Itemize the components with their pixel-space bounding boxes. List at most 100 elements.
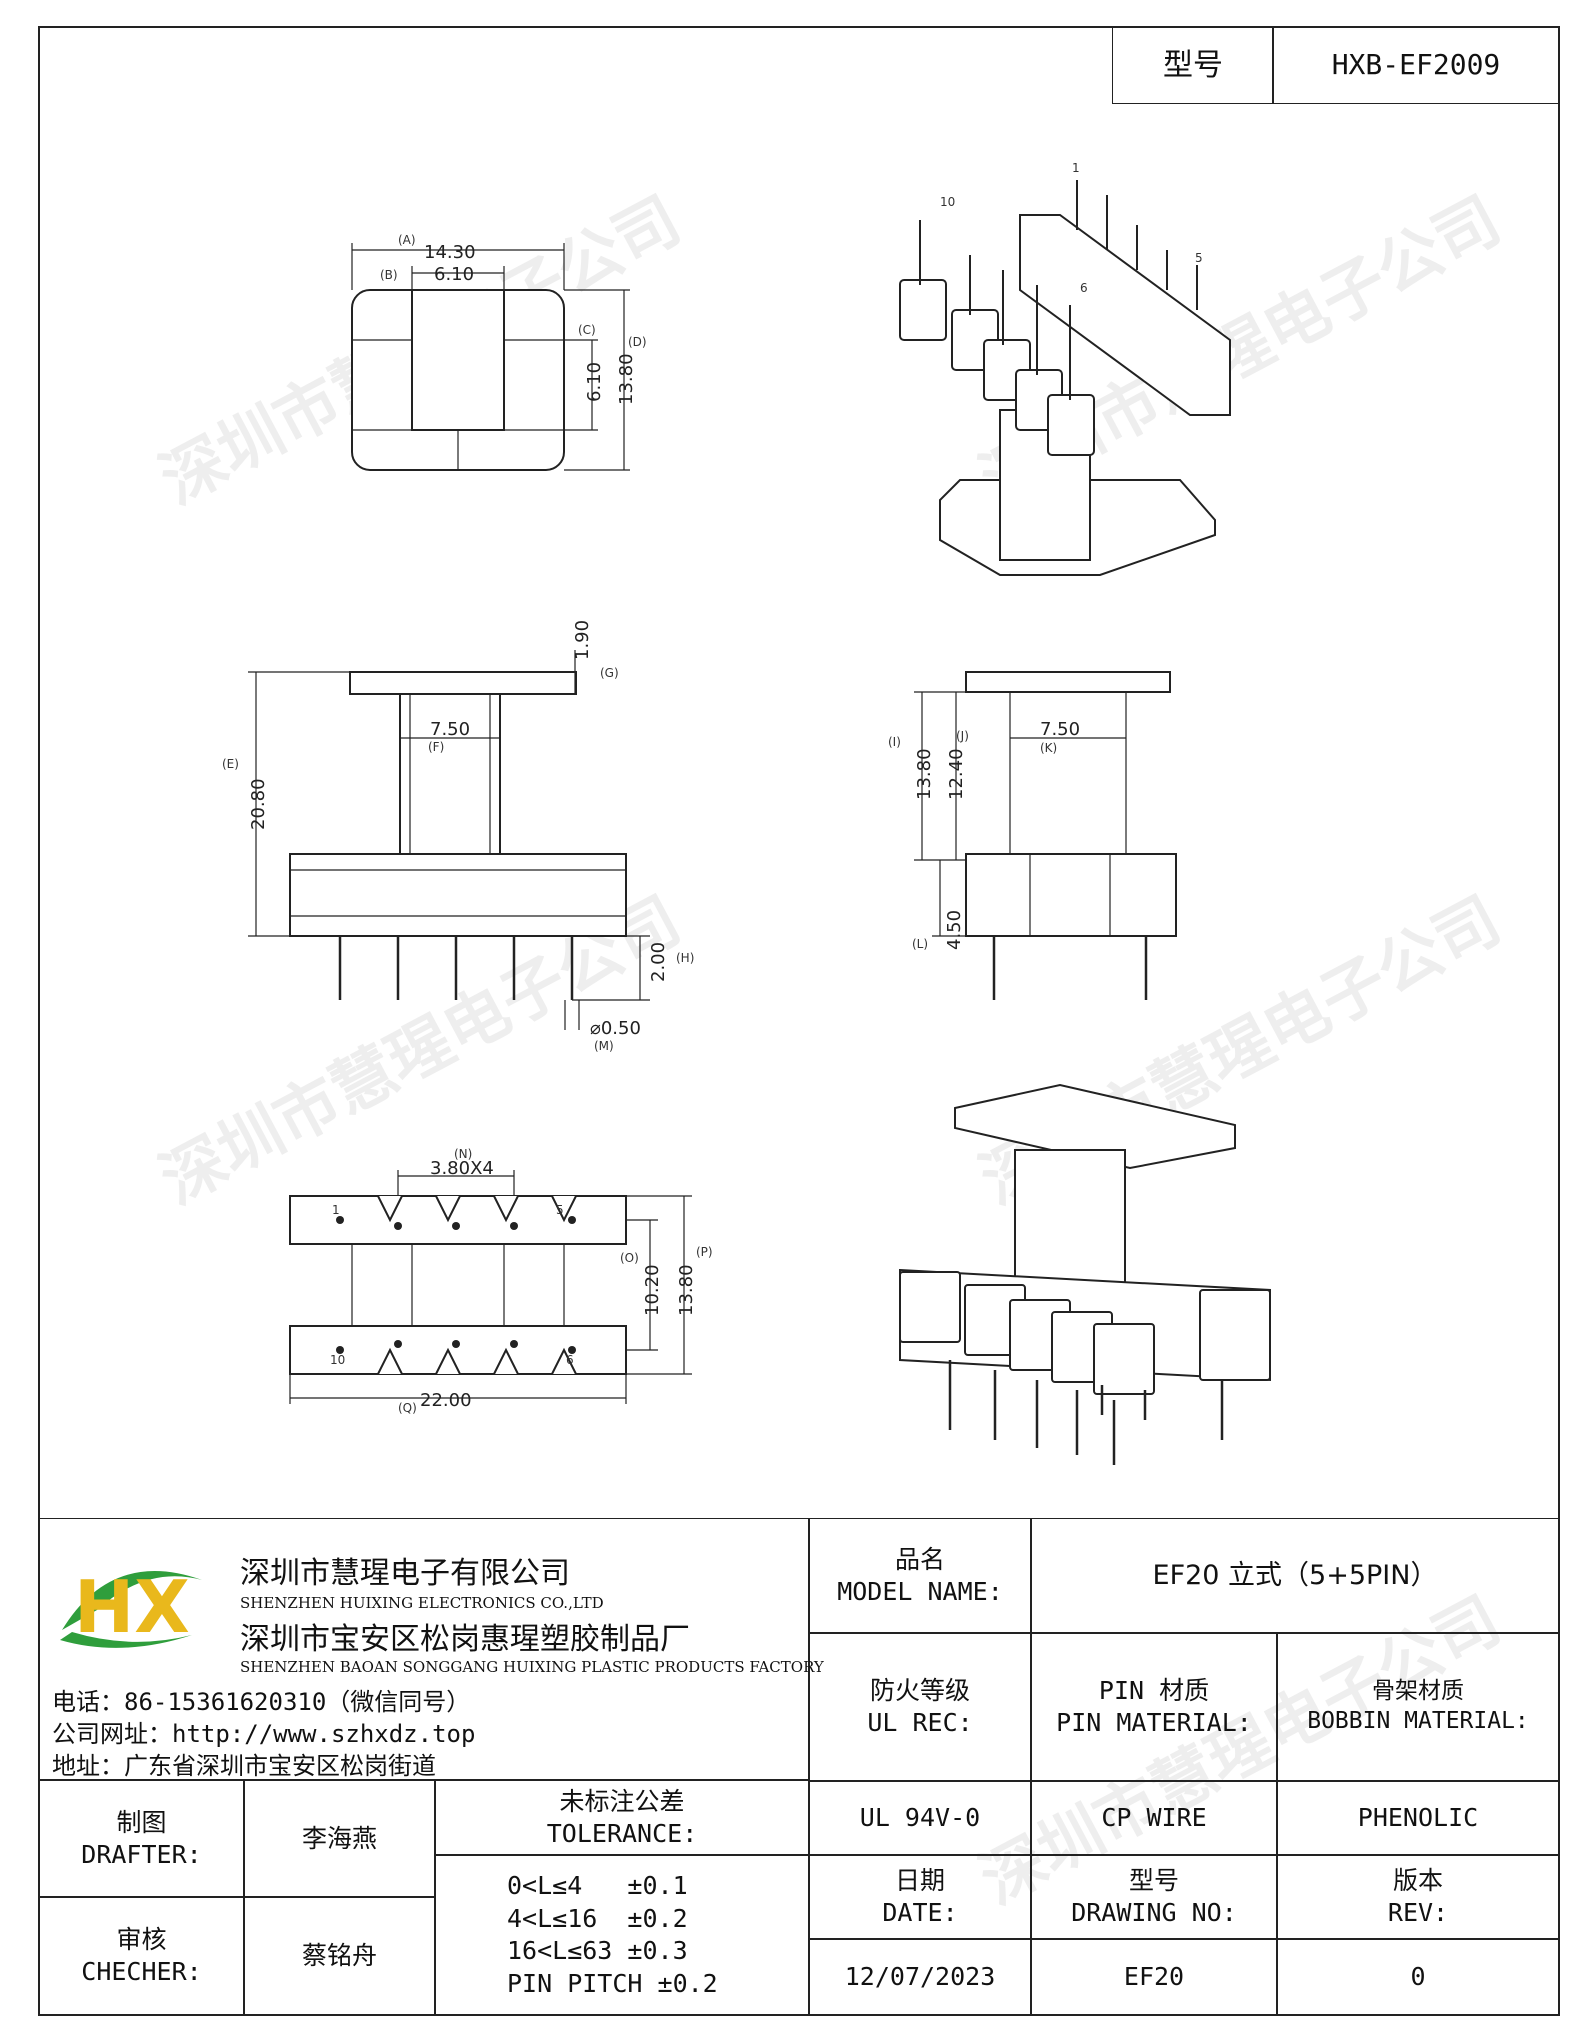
company-phone: 电话：86-15361620310（微信同号）: [52, 1688, 471, 1716]
pin-label: 5: [1195, 251, 1203, 265]
company-address: 地址：广东省深圳市宝安区松岗街道: [52, 1752, 436, 1780]
dim-label: (I): [888, 735, 901, 749]
dim-label: (D): [628, 335, 647, 349]
dim-value: 7.50: [430, 719, 470, 740]
pin-label: 1: [1072, 161, 1080, 175]
rev-value: 0: [1276, 1938, 1560, 2016]
bobbin-material-en: BOBBIN MATERIAL:: [1307, 1708, 1529, 1734]
dim-value: 10.20: [642, 1264, 663, 1316]
model-name-cn: 品名: [894, 1544, 945, 1574]
bottom-view: (N) 3.80X4 (O) 10.20 (P) 13.80 (Q) 22.00…: [289, 1147, 713, 1415]
iso-bobbin-bottom: [899, 1083, 1271, 1465]
factory-name-cn: 深圳市宝安区松岗惠瑆塑胶制品厂: [240, 1622, 690, 1657]
tolerance-cn: 未标注公差: [559, 1786, 685, 1816]
tolerance-line: 0<L≤4 ±0.1: [507, 1871, 688, 1900]
dim-value: 12.40: [946, 748, 967, 800]
pin-material-en: PIN MATERIAL:: [1056, 1708, 1252, 1737]
dim-label: (K): [1040, 741, 1057, 755]
dim-label: (L): [912, 937, 928, 951]
tolerance-line: PIN PITCH ±0.2: [507, 1968, 718, 1998]
side-view: (I) 13.80 (J) 12.40 7.50 (K) 4.50 (L): [888, 671, 1177, 1000]
pin-label: 10: [330, 1353, 345, 1367]
model-box-value: HXB-EF2009: [1272, 26, 1560, 104]
pin-label: 5: [556, 1203, 564, 1217]
dim-value: 2.00: [648, 942, 669, 982]
dim-value: 14.30: [424, 242, 476, 263]
checker-cn: 审核: [116, 1924, 167, 1954]
dim-label: (C): [578, 323, 596, 337]
bobbin-material-value: PHENOLIC: [1276, 1780, 1560, 1856]
pin-material-cn: PIN 材质: [1098, 1675, 1210, 1705]
drafter-name: 李海燕: [243, 1780, 436, 1898]
ul-rec-en: UL REC:: [867, 1708, 973, 1737]
company-cell: [38, 1518, 810, 1780]
drafter-label: 制图 DRAFTER:: [38, 1780, 245, 1898]
rev-en: REV:: [1387, 1898, 1449, 1927]
dim-label: (N): [454, 1147, 472, 1161]
dim-label: (B): [380, 268, 398, 282]
dim-label: (G): [600, 666, 619, 680]
dim-value: ⌀0.50: [590, 1018, 641, 1039]
company-logo: HX: [60, 1565, 202, 1649]
checker-label: 审核 CHECHER:: [38, 1896, 245, 2016]
model-name-value: EF20 立式（5+5PIN）: [1030, 1518, 1560, 1634]
pin-material-label: PIN 材质 PIN MATERIAL:: [1030, 1632, 1278, 1782]
dim-value: 6.10: [434, 264, 474, 285]
pin-label: 6: [1080, 281, 1088, 295]
model-box-label: 型号: [1112, 26, 1274, 104]
checker-en: CHECHER:: [81, 1957, 202, 1986]
drafter-en: DRAFTER:: [81, 1840, 202, 1869]
tolerance-values: 0<L≤4 ±0.1 4<L≤16 ±0.2 16<L≤63 ±0.3 PIN …: [434, 1854, 810, 2016]
tolerance-line: 16<L≤63 ±0.3: [507, 1936, 688, 1965]
drawing-no-cn: 型号: [1128, 1865, 1179, 1895]
rev-cn: 版本: [1392, 1865, 1443, 1895]
dim-label: (M): [594, 1039, 614, 1053]
tolerance-line: 4<L≤16 ±0.2: [507, 1903, 688, 1933]
company-website: 公司网址：http://www.szhxdz.top: [52, 1720, 476, 1748]
dim-value: 7.50: [1040, 719, 1080, 740]
dim-value: 13.80: [914, 748, 935, 800]
iso-bobbin-top: 1 5 6 10: [899, 161, 1231, 576]
front-view: 1.90 (G) 7.50 (F) (E) 20.80 2.00 (H) ⌀0.…: [222, 620, 694, 1053]
ul-value: UL 94V-0: [808, 1780, 1032, 1856]
ul-rec-label: 防火等级 UL REC:: [808, 1632, 1032, 1782]
drawing-no-en: DRAWING NO:: [1071, 1898, 1237, 1927]
drawing-no-value: EF20: [1030, 1938, 1278, 2016]
factory-name-en: SHENZHEN BAOAN SONGGANG HUIXING PLASTIC …: [240, 1658, 824, 1676]
model-name-label: 品名 MODEL NAME:: [808, 1518, 1032, 1634]
tolerance-label: 未标注公差 TOLERANCE:: [434, 1780, 810, 1856]
pin-label: 6: [566, 1353, 574, 1367]
date-label: 日期 DATE:: [808, 1854, 1032, 1940]
ul-rec-cn: 防火等级: [869, 1675, 970, 1705]
dim-value: 13.80: [676, 1264, 697, 1316]
checker-name: 蔡铭舟: [243, 1896, 436, 2016]
logo-letters: HX: [74, 1565, 190, 1649]
dim-label: (A): [398, 233, 416, 247]
dim-label: (P): [696, 1245, 713, 1259]
dim-value: 20.80: [248, 778, 269, 830]
dim-value: 13.80: [616, 353, 637, 405]
dim-label: (H): [676, 951, 694, 965]
rev-label: 版本 REV:: [1276, 1854, 1560, 1940]
company-name-en: SHENZHEN HUIXING ELECTRONICS CO.,LTD: [240, 1594, 604, 1612]
dim-value: 4.50: [944, 910, 965, 950]
dim-value: 1.90: [572, 620, 593, 660]
date-en: DATE:: [882, 1898, 958, 1927]
drafter-cn: 制图: [116, 1807, 167, 1837]
pin-label: 1: [332, 1203, 340, 1217]
dim-label: (O): [620, 1251, 639, 1265]
dim-label: (J): [956, 729, 969, 743]
bobbin-material-cn: 骨架材质: [1372, 1678, 1464, 1705]
dim-value: 22.00: [420, 1390, 472, 1411]
dim-label: (F): [428, 740, 444, 754]
dim-label: (Q): [398, 1401, 417, 1415]
date-cn: 日期: [894, 1865, 945, 1895]
tolerance-en: TOLERANCE:: [546, 1819, 698, 1848]
pin-material-value: CP WIRE: [1030, 1780, 1278, 1856]
dim-label: (E): [222, 757, 239, 771]
company-name-cn: 深圳市慧瑆电子有限公司: [240, 1556, 570, 1591]
technical-drawing: (A) 14.30 (B) 6.10 (C) 6.10 (D) 13.80: [222, 161, 1271, 1465]
date-value: 12/07/2023: [808, 1938, 1032, 2016]
drawing-no-label: 型号 DRAWING NO:: [1030, 1854, 1278, 1940]
bobbin-material-label: 骨架材质 BOBBIN MATERIAL:: [1276, 1632, 1560, 1782]
